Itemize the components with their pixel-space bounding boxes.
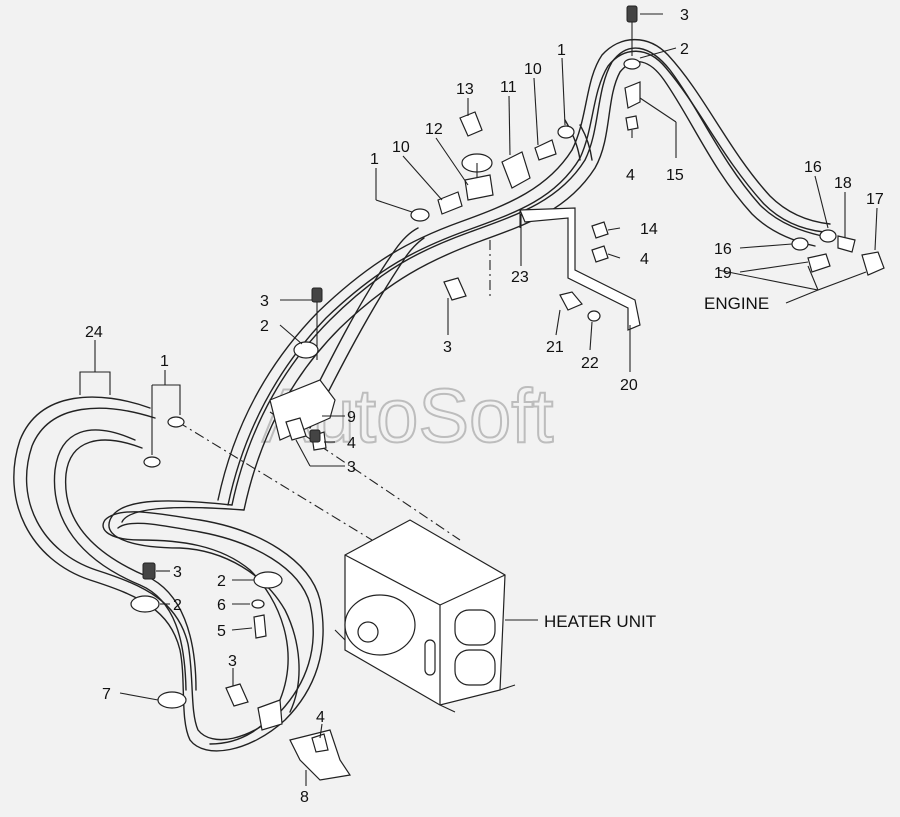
callout-4: 4 (316, 709, 325, 726)
callout-11: 11 (500, 79, 517, 96)
callout-4: 4 (626, 167, 635, 184)
callout-14: 14 (640, 221, 658, 238)
callout-10: 10 (524, 61, 542, 78)
clamp-bracket-15 (623, 5, 641, 131)
callout-16: 16 (804, 159, 822, 176)
heater-unit (334, 519, 516, 713)
bracket-20 (519, 207, 641, 331)
callout-labels: 3 2 1 10 13 11 12 10 1 4 15 16 18 17 16 … (85, 7, 884, 806)
alignment-line (269, 411, 461, 541)
callout-10: 10 (392, 139, 410, 156)
callout-3: 3 (347, 459, 356, 476)
callout-1: 1 (557, 42, 566, 59)
callout-23: 23 (511, 269, 529, 286)
callout-22: 22 (581, 355, 599, 372)
callout-21: 21 (546, 339, 564, 356)
heater-unit-caption: HEATER UNIT (544, 612, 656, 631)
engine-fittings (791, 229, 885, 276)
callout-9: 9 (347, 409, 356, 426)
callout-24: 24 (85, 324, 103, 341)
callout-17: 17 (866, 191, 884, 208)
leader-lines (79, 13, 878, 786)
clamps-left (143, 416, 321, 468)
callout-13: 13 (456, 81, 474, 98)
callout-3: 3 (680, 7, 689, 24)
callout-16: 16 (714, 241, 732, 258)
alignment-line (177, 421, 373, 541)
callout-3: 3 (443, 339, 452, 356)
callout-19: 19 (714, 265, 732, 282)
callout-5: 5 (217, 623, 226, 640)
callout-20: 20 (620, 377, 638, 394)
callout-3: 3 (173, 564, 182, 581)
callout-18: 18 (834, 175, 852, 192)
callout-4: 4 (347, 435, 356, 452)
fasteners-right (443, 221, 609, 322)
engine-caption: ENGINE (704, 294, 769, 313)
valve-assembly (410, 111, 575, 222)
callout-2: 2 (680, 41, 689, 58)
callout-1: 1 (160, 353, 169, 370)
callout-2: 2 (260, 318, 269, 335)
callout-7: 7 (102, 686, 111, 703)
callout-15: 15 (666, 167, 684, 184)
callout-2: 2 (217, 573, 226, 590)
callout-2: 2 (173, 597, 182, 614)
hose-bundle (13, 38, 831, 752)
callout-1: 1 (370, 151, 379, 168)
callout-3: 3 (228, 653, 237, 670)
callout-8: 8 (300, 789, 309, 806)
callout-3: 3 (260, 293, 269, 310)
callout-12: 12 (425, 121, 443, 138)
callout-4: 4 (640, 251, 649, 268)
clamp-bracket-9 (269, 287, 336, 451)
lower-clamps (130, 562, 352, 781)
callout-6: 6 (217, 597, 226, 614)
